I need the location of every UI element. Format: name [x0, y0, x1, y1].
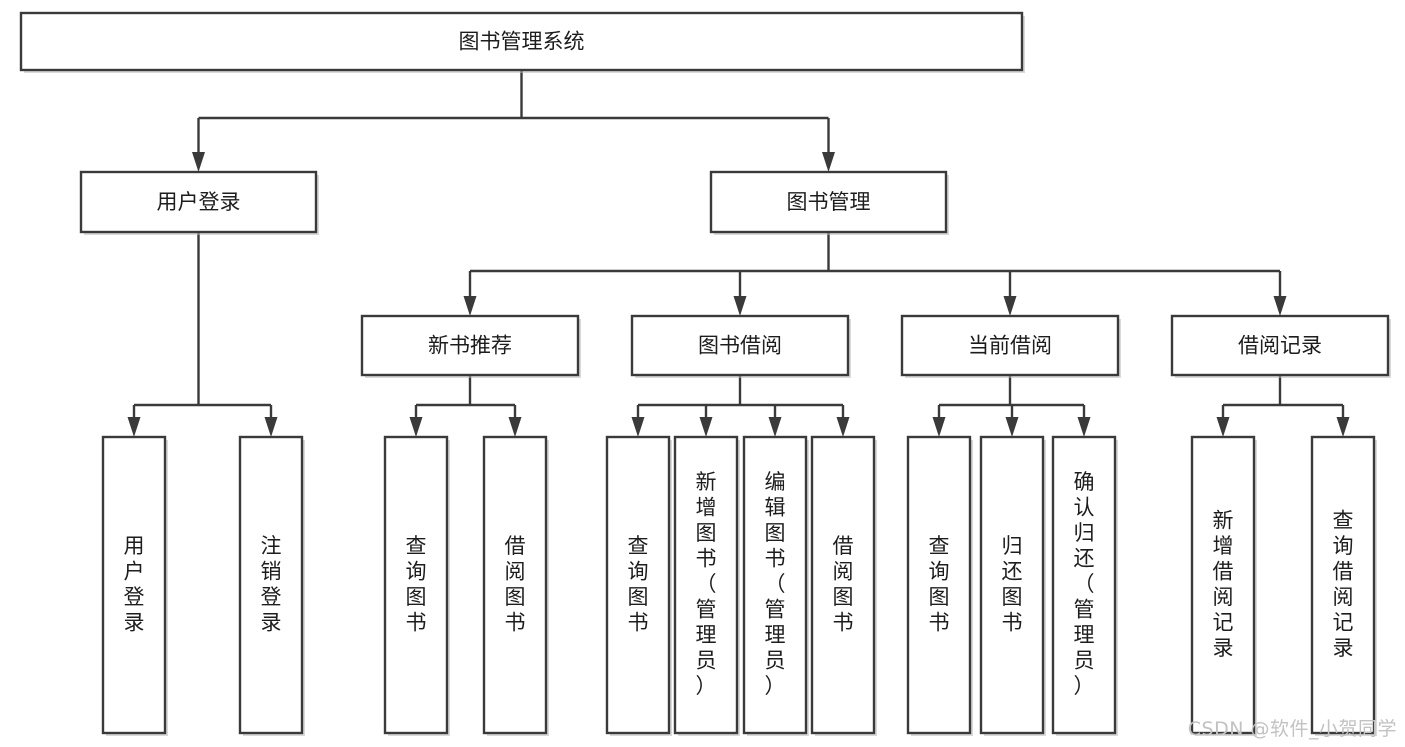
- node-current-borrowing-box[interactable]: [900, 314, 1120, 377]
- node-book-management-box[interactable]: [709, 170, 948, 234]
- leaf-query-books-current-label: 查询图书: [929, 534, 950, 635]
- leaf-query-books-borrowing[interactable]: 查询图书: [605, 435, 672, 736]
- node-user-login-box[interactable]: [79, 170, 318, 234]
- leaf-edit-book-admin-box[interactable]: [742, 435, 808, 735]
- node-user-login[interactable]: 用户登录: [79, 170, 319, 235]
- node-book-borrowing[interactable]: 图书借阅: [630, 314, 851, 378]
- node-book-management-label: 图书管理: [787, 190, 871, 214]
- leaf-return-books[interactable]: 归还图书: [979, 435, 1046, 736]
- leaf-confirm-return-admin[interactable]: 确认归还（管理员）: [1051, 435, 1118, 736]
- node-book-management[interactable]: 图书管理: [709, 170, 949, 235]
- leaf-add-borrowing-record-label: 新增借阅记录: [1213, 508, 1234, 660]
- leaf-user-login[interactable]: 用户登录: [101, 435, 168, 736]
- leaf-borrow-books-borrowing-box[interactable]: [810, 435, 876, 735]
- node-book-borrowing-label: 图书借阅: [698, 334, 782, 358]
- leaf-query-books-borrowing-box[interactable]: [605, 435, 671, 735]
- leaf-user-login-box[interactable]: [101, 435, 167, 735]
- node-borrowing-records-box[interactable]: [1170, 314, 1390, 377]
- node-layer: 图书管理系统用户登录图书管理新书推荐图书借阅当前借阅借阅记录用户登录注销登录查询…: [19, 11, 1391, 736]
- leaf-borrow-books-recommendation-label: 借阅图书: [505, 534, 526, 635]
- leaf-logout-label: 注销登录: [261, 534, 282, 635]
- connector-group: [409, 375, 522, 437]
- leaf-query-books-current[interactable]: 查询图书: [906, 435, 973, 736]
- node-current-borrowing[interactable]: 当前借阅: [900, 314, 1121, 378]
- root-node-library-management-system[interactable]: 图书管理系统: [19, 11, 1025, 73]
- connector-group: [463, 232, 1287, 316]
- leaf-add-book-admin-box[interactable]: [673, 435, 739, 735]
- leaf-query-books-recommendation-box[interactable]: [383, 435, 449, 735]
- node-borrowing-records-label: 借阅记录: [1238, 334, 1322, 358]
- leaf-query-borrowing-record[interactable]: 查询借阅记录: [1310, 435, 1377, 736]
- node-new-book-recommendation-label: 新书推荐: [428, 334, 512, 358]
- connector-group: [932, 375, 1091, 437]
- leaf-query-books-recommendation[interactable]: 查询图书: [383, 435, 450, 736]
- leaf-query-books-recommendation-label: 查询图书: [406, 534, 427, 635]
- leaf-logout-box[interactable]: [238, 435, 304, 735]
- leaf-add-book-admin[interactable]: 新增图书（管理员）: [673, 435, 740, 736]
- node-user-login-label: 用户登录: [157, 190, 241, 214]
- connector-group: [192, 70, 835, 172]
- leaf-edit-book-admin[interactable]: 编辑图书（管理员）: [742, 435, 809, 736]
- leaf-query-books-current-box[interactable]: [906, 435, 972, 735]
- leaf-add-book-admin-label: 新增图书（管理员）: [696, 470, 717, 698]
- connector-group: [127, 232, 278, 437]
- node-new-book-recommendation-box[interactable]: [360, 314, 580, 377]
- root-node-library-management-system-box[interactable]: [19, 11, 1024, 72]
- connector-layer: [127, 70, 1350, 437]
- connector-group: [1216, 375, 1350, 437]
- leaf-borrow-books-borrowing[interactable]: 借阅图书: [810, 435, 877, 736]
- node-book-borrowing-box[interactable]: [630, 314, 850, 377]
- leaf-borrow-books-borrowing-label: 借阅图书: [833, 534, 854, 635]
- leaf-logout[interactable]: 注销登录: [238, 435, 305, 736]
- node-borrowing-records[interactable]: 借阅记录: [1170, 314, 1391, 378]
- leaf-query-books-borrowing-label: 查询图书: [628, 534, 649, 635]
- leaf-borrow-books-recommendation-box[interactable]: [482, 435, 548, 735]
- leaf-add-borrowing-record-box[interactable]: [1190, 435, 1256, 735]
- leaf-query-borrowing-record-box[interactable]: [1310, 435, 1376, 735]
- leaf-user-login-label: 用户登录: [124, 534, 145, 635]
- node-new-book-recommendation[interactable]: 新书推荐: [360, 314, 581, 378]
- root-node-library-management-system-label: 图书管理系统: [459, 30, 585, 54]
- leaf-edit-book-admin-label: 编辑图书（管理员）: [765, 470, 786, 698]
- leaf-confirm-return-admin-box[interactable]: [1051, 435, 1117, 735]
- leaf-borrow-books-recommendation[interactable]: 借阅图书: [482, 435, 549, 736]
- leaf-query-borrowing-record-label: 查询借阅记录: [1333, 508, 1354, 660]
- leaf-add-borrowing-record[interactable]: 新增借阅记录: [1190, 435, 1257, 736]
- node-current-borrowing-label: 当前借阅: [968, 334, 1052, 358]
- leaf-return-books-box[interactable]: [979, 435, 1045, 735]
- leaf-confirm-return-admin-label: 确认归还（管理员）: [1074, 470, 1095, 698]
- connector-group: [631, 375, 850, 437]
- leaf-return-books-label: 归还图书: [1002, 534, 1023, 635]
